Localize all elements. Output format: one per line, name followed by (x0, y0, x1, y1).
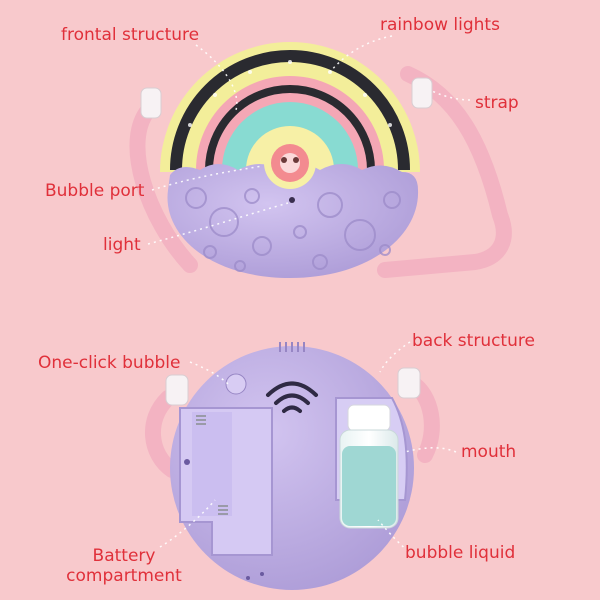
bubble-port-hole (280, 153, 300, 173)
back-view (145, 342, 440, 590)
front-strap-buckle-left (140, 87, 162, 119)
label-battery-line2: compartment (66, 566, 182, 586)
rainbow-inner-strip (205, 85, 375, 171)
back-strap-buckle-left (165, 374, 189, 406)
rainbow-lights-strip (170, 50, 410, 171)
label-rainbow-lights: rainbow lights (380, 15, 500, 35)
one-click-bubble-button (225, 373, 247, 395)
label-bubble-liquid: bubble liquid (405, 543, 516, 563)
front-light (289, 197, 295, 203)
wireless-icon (266, 381, 318, 413)
label-bubble-port: Bubble port (45, 181, 145, 201)
battery-springs (196, 415, 228, 515)
label-back-structure: back structure (412, 331, 535, 351)
back-strap-buckle-right (397, 367, 421, 399)
label-battery-line1: Battery (92, 546, 156, 566)
front-strap (129, 66, 512, 278)
label-frontal-structure: frontal structure (61, 25, 200, 45)
bottle-cap (347, 404, 391, 432)
leader-lines (147, 35, 471, 552)
label-mouth: mouth (461, 442, 517, 462)
bubble-liquid (342, 446, 396, 526)
label-one-click-bubble: One-click bubble (38, 353, 181, 373)
label-light: light (103, 235, 141, 255)
label-strap: strap (475, 93, 519, 113)
front-view (129, 42, 512, 278)
body-craters (185, 187, 401, 272)
front-strap-buckle-right (411, 77, 433, 109)
label-battery-compartment: Battery compartment (64, 546, 184, 586)
speaker-grille (279, 342, 305, 352)
